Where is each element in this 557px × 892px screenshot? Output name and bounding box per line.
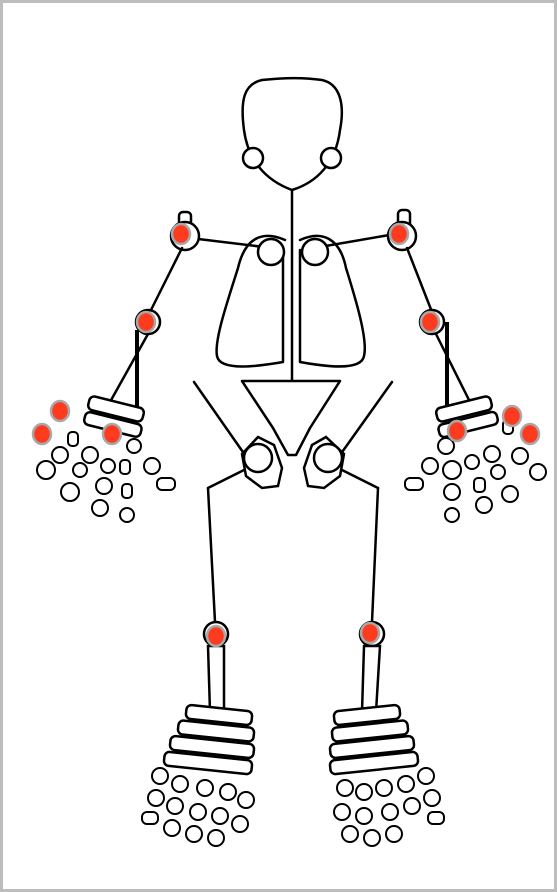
skull [243, 78, 342, 190]
left-upper-arm [150, 248, 182, 312]
right-elbow-marker [421, 312, 439, 332]
right-femoral-head [314, 444, 342, 472]
left-ulna [110, 334, 148, 402]
left-shoulder-joint [258, 239, 284, 265]
right-iliac [340, 382, 392, 455]
right-shoulder-joint [302, 239, 328, 265]
right-ear [321, 148, 341, 168]
left-femur [208, 488, 215, 622]
right-ankle-bars [329, 705, 418, 775]
left-wrist-marker-lower [33, 424, 51, 444]
left-femoral-head [244, 444, 272, 472]
right-shoulder-marker [390, 224, 408, 244]
left-shin [208, 646, 224, 712]
right-ulna [436, 334, 470, 402]
right-wrist-marker-inner [448, 421, 466, 441]
left-ear [243, 148, 263, 168]
left-wrist-carpals [68, 395, 145, 453]
left-femur-neck [208, 470, 244, 488]
right-wrist-marker-outer [521, 424, 539, 444]
right-femur-neck [342, 470, 378, 488]
joint-markers [33, 224, 539, 646]
left-hand-bones [37, 447, 175, 522]
left-iliac [194, 382, 245, 455]
left-wrist-marker-inner [103, 424, 121, 444]
left-wrist-marker-outer [51, 401, 69, 421]
left-foot-bones [142, 768, 254, 846]
right-wrist-marker-upper [503, 406, 521, 426]
left-shoulder-marker [172, 224, 190, 244]
right-upper-arm [407, 248, 432, 312]
right-femur [372, 488, 378, 622]
right-foot-bones [334, 768, 444, 846]
left-elbow-marker [137, 312, 155, 332]
right-knee-marker [361, 623, 379, 643]
right-shin [362, 646, 380, 712]
left-ankle-bars [164, 705, 255, 775]
left-knee-marker [207, 626, 225, 646]
right-hand-bones [405, 446, 546, 522]
